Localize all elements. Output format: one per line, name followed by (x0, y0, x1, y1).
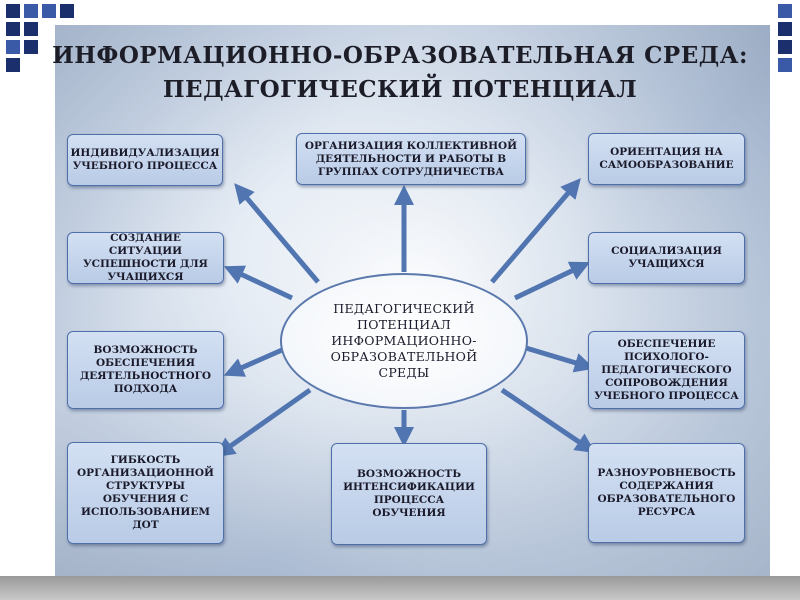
node-collective-work: ОРГАНИЗАЦИЯ КОЛЛЕКТИВНОЙ ДЕЯТЕЛЬНОСТИ И … (296, 133, 526, 185)
decor-square (778, 40, 792, 54)
node-flexibility: ГИБКОСТЬ ОРГАНИЗАЦИОННОЙ СТРУКТУРЫ ОБУЧЕ… (67, 442, 224, 544)
arrow-to-multilevel (500, 387, 596, 454)
decor-square (24, 22, 38, 36)
arrow-to-individualization (234, 183, 320, 284)
decor-square (24, 4, 38, 18)
decor-square (6, 4, 20, 18)
arrow-to-activity-approach (223, 347, 284, 377)
arrow-to-flexibility (214, 387, 312, 458)
footer-bar (0, 576, 800, 600)
node-activity-approach: ВОЗМОЖНОСТЬ ОБЕСПЕЧЕНИЯ ДЕЯТЕЛЬНОСТНОГО … (67, 331, 224, 409)
decor-square (6, 22, 20, 36)
decor-square (778, 4, 792, 18)
arrow-to-self-education (490, 178, 581, 284)
decor-square (42, 4, 56, 18)
arrow-to-socialization (513, 261, 591, 301)
slide-title-line1: ИНФОРМАЦИОННО-ОБРАЗОВАТЕЛЬНАЯ СРЕДА: (52, 42, 748, 69)
node-psych-support: ОБЕСПЕЧЕНИЕ ПСИХОЛОГО- ПЕДАГОГИЧЕСКОГО С… (588, 331, 745, 409)
node-self-education: ОРИЕНТАЦИЯ НА САМООБРАЗОВАНИЕ (588, 133, 745, 185)
decor-square (24, 40, 38, 54)
node-individualization: ИНДИВИДУАЛИЗАЦИЯ УЧЕБНОГО ПРОЦЕССА (67, 134, 223, 186)
decor-square (60, 4, 74, 18)
arrow-to-success-situation (223, 265, 294, 301)
decor-square (778, 58, 792, 72)
node-multilevel: РАЗНОУРОВНЕВОСТЬ СОДЕРЖАНИЯ ОБРАЗОВАТЕЛЬ… (588, 443, 745, 543)
arrow-to-psych-support (525, 345, 595, 373)
node-intensification: ВОЗМОЖНОСТЬ ИНТЕНСИФИКАЦИИ ПРОЦЕССА ОБУЧ… (331, 443, 487, 545)
decor-square (6, 58, 20, 72)
decor-square (778, 22, 792, 36)
node-socialization: СОЦИАЛИЗАЦИЯ УЧАЩИХСЯ (588, 232, 745, 284)
node-success-situation: СОЗДАНИЕ СИТУАЦИИ УСПЕШНОСТИ ДЛЯ УЧАЩИХС… (67, 232, 224, 284)
decor-square (6, 40, 20, 54)
center-node: ПЕДАГОГИЧЕСКИЙ ПОТЕНЦИАЛ ИНФОРМАЦИОННО- … (280, 273, 528, 409)
slide-title-line2: ПЕДАГОГИЧЕСКИЙ ПОТЕНЦИАЛ (162, 76, 638, 103)
